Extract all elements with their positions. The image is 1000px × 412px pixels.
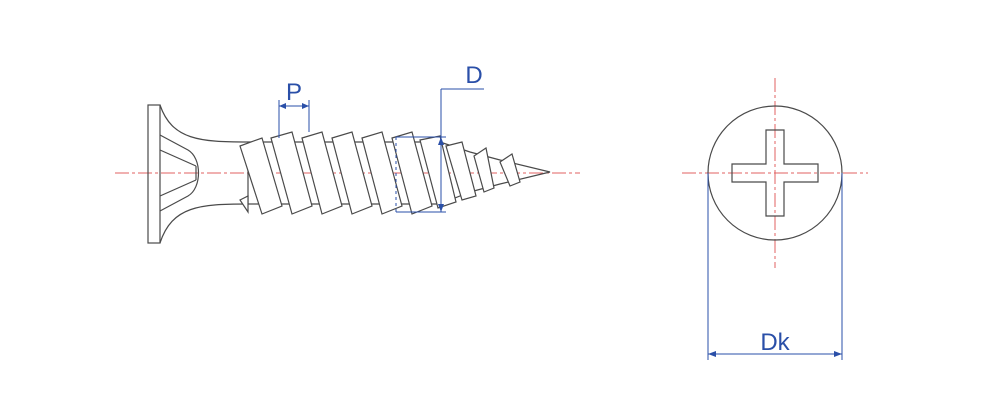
head-diameter-dimension bbox=[707, 173, 843, 360]
head-diameter-label: Dk bbox=[760, 329, 790, 356]
diameter-dimension bbox=[395, 88, 484, 213]
screw-top-view: Dk bbox=[682, 78, 868, 360]
screw-head bbox=[147, 104, 249, 244]
pitch-dimension bbox=[278, 100, 310, 138]
phillips-cross-icon bbox=[731, 129, 819, 217]
screw-threads bbox=[239, 131, 521, 215]
screw-side-view: P D bbox=[115, 62, 580, 244]
pitch-label: P bbox=[286, 79, 302, 106]
diameter-label: D bbox=[465, 62, 482, 89]
